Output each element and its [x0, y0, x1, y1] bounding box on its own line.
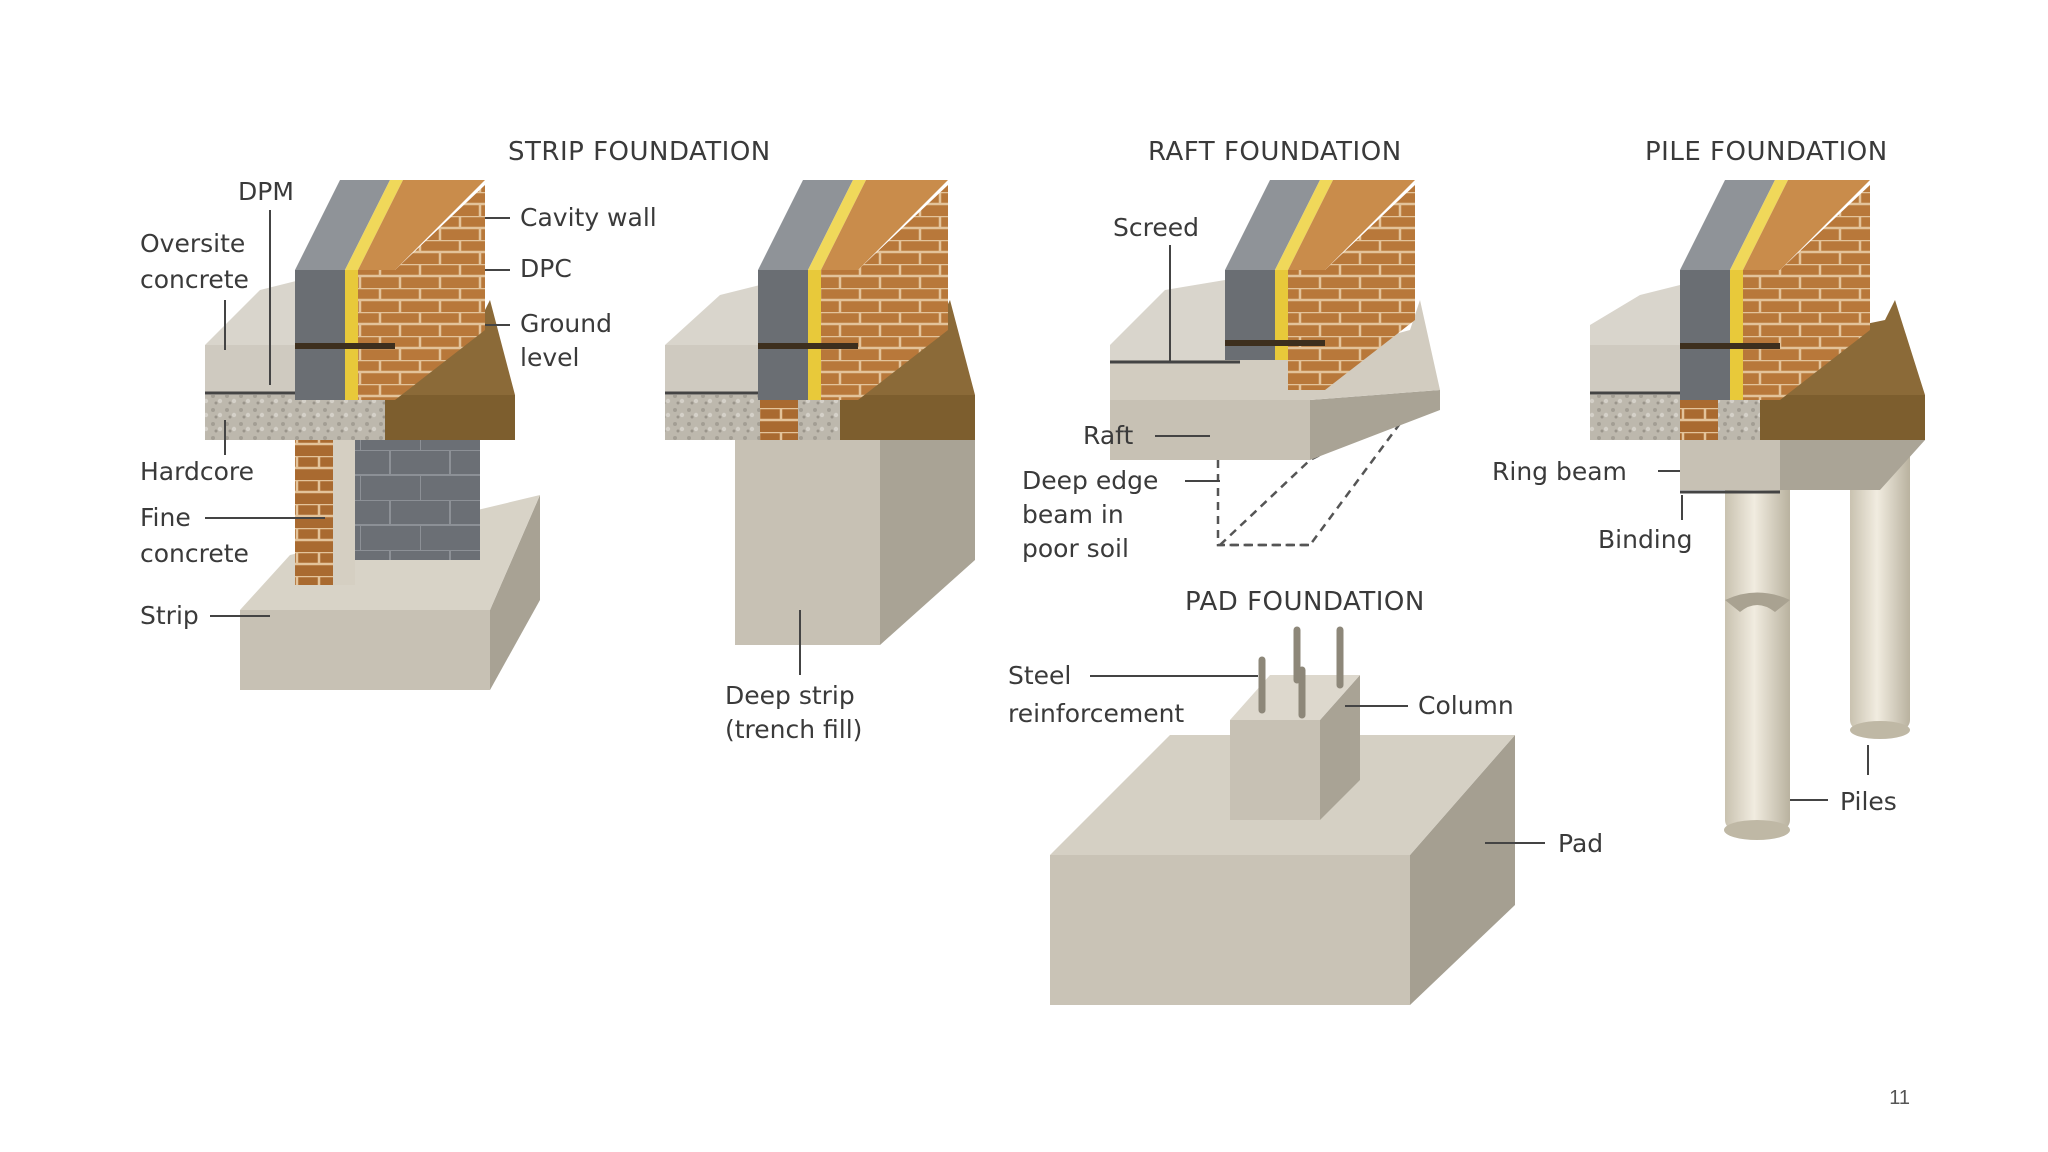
pad-foundation-illustration [1050, 626, 1545, 1005]
pile-joint [1725, 592, 1790, 612]
raft-brick-top [1288, 180, 1415, 270]
inner-block-leaf [295, 270, 345, 400]
label-strip: Strip [140, 601, 199, 630]
pile-block-leaf [1680, 270, 1730, 400]
pile-block-top [1680, 180, 1775, 270]
pile-soil [1760, 395, 1925, 440]
label-deep-edge-2: beam in [1022, 500, 1124, 529]
pile-dpc [1680, 343, 1780, 349]
deep-strip-brick-leaf [821, 270, 858, 400]
label-piles: Piles [1840, 787, 1897, 816]
label-binding: Binding [1598, 525, 1692, 554]
floor-top-surface [205, 280, 300, 345]
raft-floor-top [1110, 280, 1225, 360]
raft-slab-side [1310, 390, 1440, 460]
label-steel-2: reinforcement [1008, 699, 1184, 728]
pile-front-base [1724, 820, 1790, 840]
ring-beam-front [1680, 440, 1780, 490]
label-deep-strip-2: (trench fill) [725, 715, 862, 744]
pile-brick-leaf [1743, 270, 1780, 400]
pad-front [1050, 855, 1410, 1005]
steel-reinforcement-bars [1258, 626, 1344, 719]
soil-layer [385, 395, 515, 440]
pile-foundation-illustration [1590, 180, 1925, 840]
label-oversite-2: concrete [140, 265, 249, 294]
title-strip-foundation: STRIP FOUNDATION [508, 137, 771, 167]
raft-block-top [1225, 180, 1320, 270]
ring-beam-side [1780, 440, 1925, 490]
page-number: 11 [1889, 1087, 1910, 1109]
raft-slab-front [1110, 400, 1310, 460]
label-screed: Screed [1113, 213, 1199, 242]
insulation-top [345, 180, 403, 270]
raft-block-leaf [1225, 270, 1275, 360]
raft-insulation [1275, 270, 1288, 360]
label-deep-strip-1: Deep strip [725, 681, 855, 710]
deep-strip-illustration [665, 180, 975, 675]
label-hardcore: Hardcore [140, 457, 254, 486]
raft-foundation-illustration [1110, 180, 1440, 547]
outer-brick-leaf [358, 270, 395, 400]
label-column: Column [1418, 691, 1514, 720]
raft-screed-front [1110, 360, 1310, 400]
deep-strip-brick-top [821, 180, 948, 270]
deep-strip-block-leaf [758, 270, 808, 400]
label-ground-2: level [520, 343, 579, 372]
pile-back [1850, 430, 1910, 730]
title-pad-foundation: PAD FOUNDATION [1185, 587, 1425, 617]
trench-fill-front [735, 440, 880, 645]
label-ring-beam: Ring beam [1492, 457, 1627, 486]
raft-brick-side [1325, 185, 1415, 390]
dpc-band [295, 343, 395, 349]
pile-insulation-top [1730, 180, 1788, 270]
strip-footing-front [240, 610, 490, 690]
label-dpc: DPC [520, 254, 572, 283]
pad-side [1410, 735, 1515, 1005]
label-oversite-1: Oversite [140, 229, 245, 258]
deep-edge-beam-outline [1216, 460, 1310, 547]
label-ground-1: Ground [520, 309, 612, 338]
label-pad: Pad [1558, 829, 1603, 858]
pile-insulation [1730, 270, 1743, 400]
label-steel-1: Steel [1008, 661, 1071, 690]
deep-strip-brick-side [858, 185, 948, 400]
label-deep-edge-3: poor soil [1022, 534, 1129, 563]
label-deep-edge-1: Deep edge [1022, 466, 1158, 495]
raft-brick-leaf [1288, 270, 1325, 390]
deep-strip-insulation [808, 270, 821, 400]
label-dpm: DPM [238, 177, 294, 206]
pile-floor-top [1590, 285, 1680, 345]
outer-brick-side [395, 185, 485, 400]
deep-strip-dpc [758, 343, 858, 349]
label-fine-1: Fine [140, 503, 191, 532]
pile-front [1725, 470, 1790, 830]
deep-strip-insulation-top [808, 180, 866, 270]
cavity-insulation [345, 270, 358, 400]
title-pile-foundation: PILE FOUNDATION [1645, 137, 1888, 167]
strip-foundation-illustration [205, 180, 540, 690]
column-front [1230, 720, 1320, 820]
label-fine-2: concrete [140, 539, 249, 568]
deep-strip-soil [840, 395, 975, 440]
label-raft: Raft [1083, 421, 1134, 450]
strip-footing-side [490, 495, 540, 690]
column-side [1320, 675, 1360, 820]
pile-brick-side [1780, 185, 1870, 400]
blockwork-below-ground [350, 420, 480, 560]
brick-top [358, 180, 485, 270]
deep-strip-block-top [758, 180, 853, 270]
raft-dpc [1225, 340, 1325, 346]
pile-brick-top [1743, 180, 1870, 270]
label-cavity-wall: Cavity wall [520, 203, 657, 232]
title-raft-foundation: RAFT FOUNDATION [1148, 137, 1402, 167]
raft-insulation-top [1275, 180, 1333, 270]
trench-fill-side [880, 440, 975, 645]
deep-strip-floor-top [665, 285, 760, 345]
pile-back-base [1850, 721, 1910, 739]
inner-block-top [295, 180, 390, 270]
